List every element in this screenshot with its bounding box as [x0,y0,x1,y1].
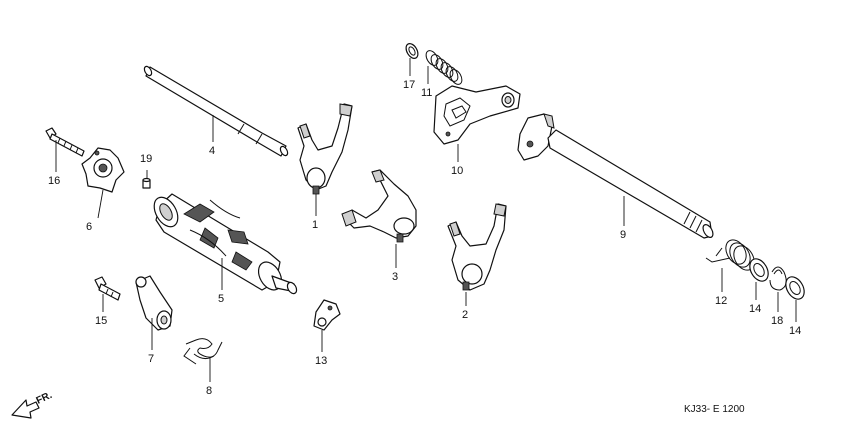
fork-shaft-4 [143,65,289,157]
label-part-8: 8 [206,385,212,397]
bolt-16 [45,127,85,157]
label-part-15: 15 [95,315,107,327]
shift-fork-2 [447,203,507,291]
label-part-4: 4 [209,145,215,157]
label-part-11: 11 [421,87,432,99]
clip-13 [313,299,341,331]
label-part-1: 1 [312,219,318,231]
front-direction-label: FR. [35,390,54,407]
label-part-5: 5 [218,293,224,305]
label-part-12: 12 [715,295,727,307]
label-part-9: 9 [620,229,626,241]
front-direction-marker: FR. [11,390,54,419]
washer-14b [785,276,805,300]
washer-14a [749,258,769,282]
shift-fork-1 [297,103,353,195]
drum-stopper-plate-6 [81,147,125,193]
shift-drum-5 [153,193,298,295]
snap-ring-18 [769,266,787,291]
washer-17 [405,43,419,59]
label-part-7: 7 [148,353,154,365]
label-part-14b: 14 [789,325,801,337]
spring-11 [425,50,463,85]
shift-fork-3 [341,169,417,243]
gearshift-spindle-9 [517,113,714,239]
label-part-16: 16 [48,175,60,187]
label-part-3: 3 [392,271,398,283]
spring-8 [183,338,223,365]
label-part-13: 13 [315,355,327,367]
label-part-14a: 14 [749,303,761,315]
label-part-18: 18 [771,315,783,327]
pin-19 [142,177,151,189]
bolt-15 [94,276,121,301]
label-part-19: 19 [140,153,152,165]
diagram-code: KJ33- E 1200 [684,404,745,415]
shift-plate-10 [433,85,521,145]
part-labels: 1 2 3 4 5 6 7 8 9 10 11 12 13 14 14 15 1… [48,79,801,397]
stopper-arm-7 [135,275,173,331]
label-part-10: 10 [451,165,463,177]
label-part-6: 6 [86,221,92,233]
leader-lines [55,58,797,382]
label-part-17: 17 [403,79,415,91]
label-part-2: 2 [462,309,468,321]
